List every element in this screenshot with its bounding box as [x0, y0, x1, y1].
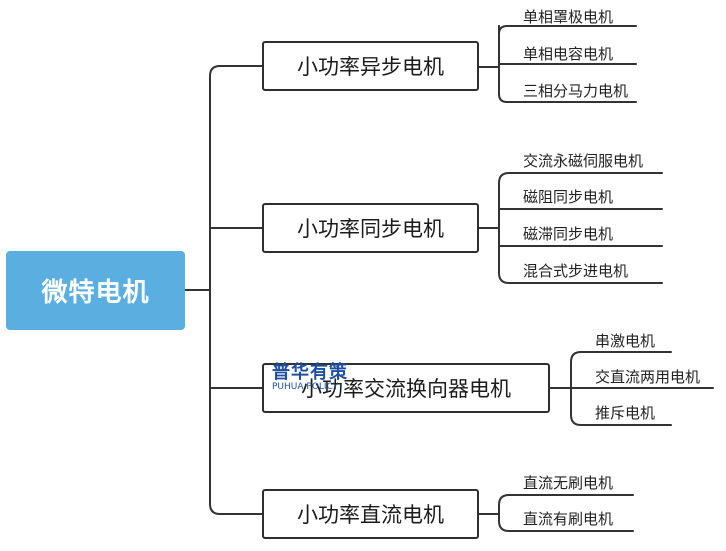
branch-node-dc-motor: 小功率直流电机 — [262, 489, 479, 539]
leaf-node: 三相分马力电机 — [523, 82, 629, 100]
watermark-en: PUHUA POLICY — [272, 382, 339, 392]
leaf-node: 单相电容电机 — [523, 45, 614, 63]
leaf-node: 交流永磁伺服电机 — [523, 152, 644, 170]
leaf-node: 磁滞同步电机 — [523, 225, 614, 243]
branch-node-ac-commutator-motor: 小功率交流换向器电机 — [262, 363, 550, 413]
watermark-cn: 普华有策 — [272, 362, 348, 383]
branch-node-async-motor: 小功率异步电机 — [262, 41, 479, 91]
leaf-node: 混合式步进电机 — [523, 262, 629, 280]
root-node: 微特电机 — [6, 251, 185, 330]
watermark-logo: 普华有策 PUHUA POLICY — [272, 364, 354, 392]
branch-node-sync-motor: 小功率同步电机 — [262, 203, 479, 253]
leaf-node: 直流有刷电机 — [523, 510, 614, 528]
leaf-node: 直流无刷电机 — [523, 474, 614, 492]
leaf-node: 串激电机 — [595, 332, 656, 350]
leaf-node: 磁阻同步电机 — [523, 188, 614, 206]
leaf-node: 单相罩极电机 — [523, 8, 614, 26]
leaf-node: 推斥电机 — [595, 404, 656, 422]
leaf-node: 交直流两用电机 — [595, 368, 701, 386]
